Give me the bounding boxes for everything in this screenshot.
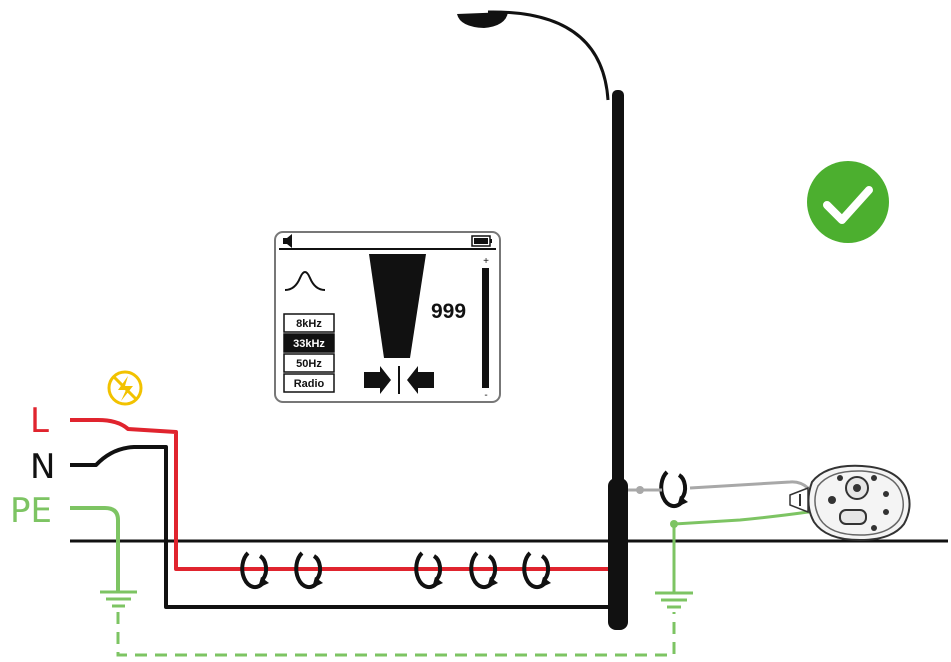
frequency-list: 8kHz 33kHz 50Hz Radio [283,313,335,393]
signal-coil-icon [522,551,551,590]
center-arrows-icon [364,366,434,394]
signal-transmitter [789,464,911,542]
signal-strength-bar [369,254,426,358]
signal-coil-icon [414,551,443,590]
check-circle-icon [807,161,889,243]
earth-wire-label: PE [10,491,52,531]
frequency-label: 50Hz [296,358,322,370]
battery-icon [471,235,492,247]
signal-lead-connector [636,486,644,494]
earth-lead-wire [672,510,849,592]
earth-bond-dashed-line [116,612,676,657]
street-lamp [457,10,628,630]
signal-lead-wire [628,480,809,492]
clamp-coil-icon [659,470,688,509]
signal-coil-icons [240,551,551,590]
gain-scale-max: + [483,256,489,267]
signal-coil-icon [469,551,498,590]
right-ground-symbol-icon [655,591,693,609]
high-voltage-warning-icon [107,370,143,406]
frequency-label: 33kHz [293,338,325,350]
earth-lead-connector [670,520,678,528]
frequency-option [283,313,335,333]
signal-value-readout: 999 [431,300,466,323]
earth-wire [70,506,120,592]
left-ground-symbol-icon [100,590,137,608]
frequency-label: 8kHz [296,318,322,330]
frequency-option-selected [283,333,335,353]
frequency-option [283,373,335,393]
frequency-label: Radio [294,378,325,390]
gain-scale-min: - [484,390,487,401]
signal-coil-icon [294,551,323,590]
gain-scale: + - [482,256,489,401]
peak-mode-icon [284,271,326,291]
neutral-wire-label: N [30,447,55,487]
frequency-option [283,353,335,373]
neutral-wire [70,445,610,609]
signal-coil-icon [240,551,269,590]
live-wire [70,418,608,571]
locator-display: 8kHz 33kHz 50Hz Radio 999 + - [274,231,501,403]
speaker-icon [283,234,292,248]
live-wire-label: L [30,401,49,441]
